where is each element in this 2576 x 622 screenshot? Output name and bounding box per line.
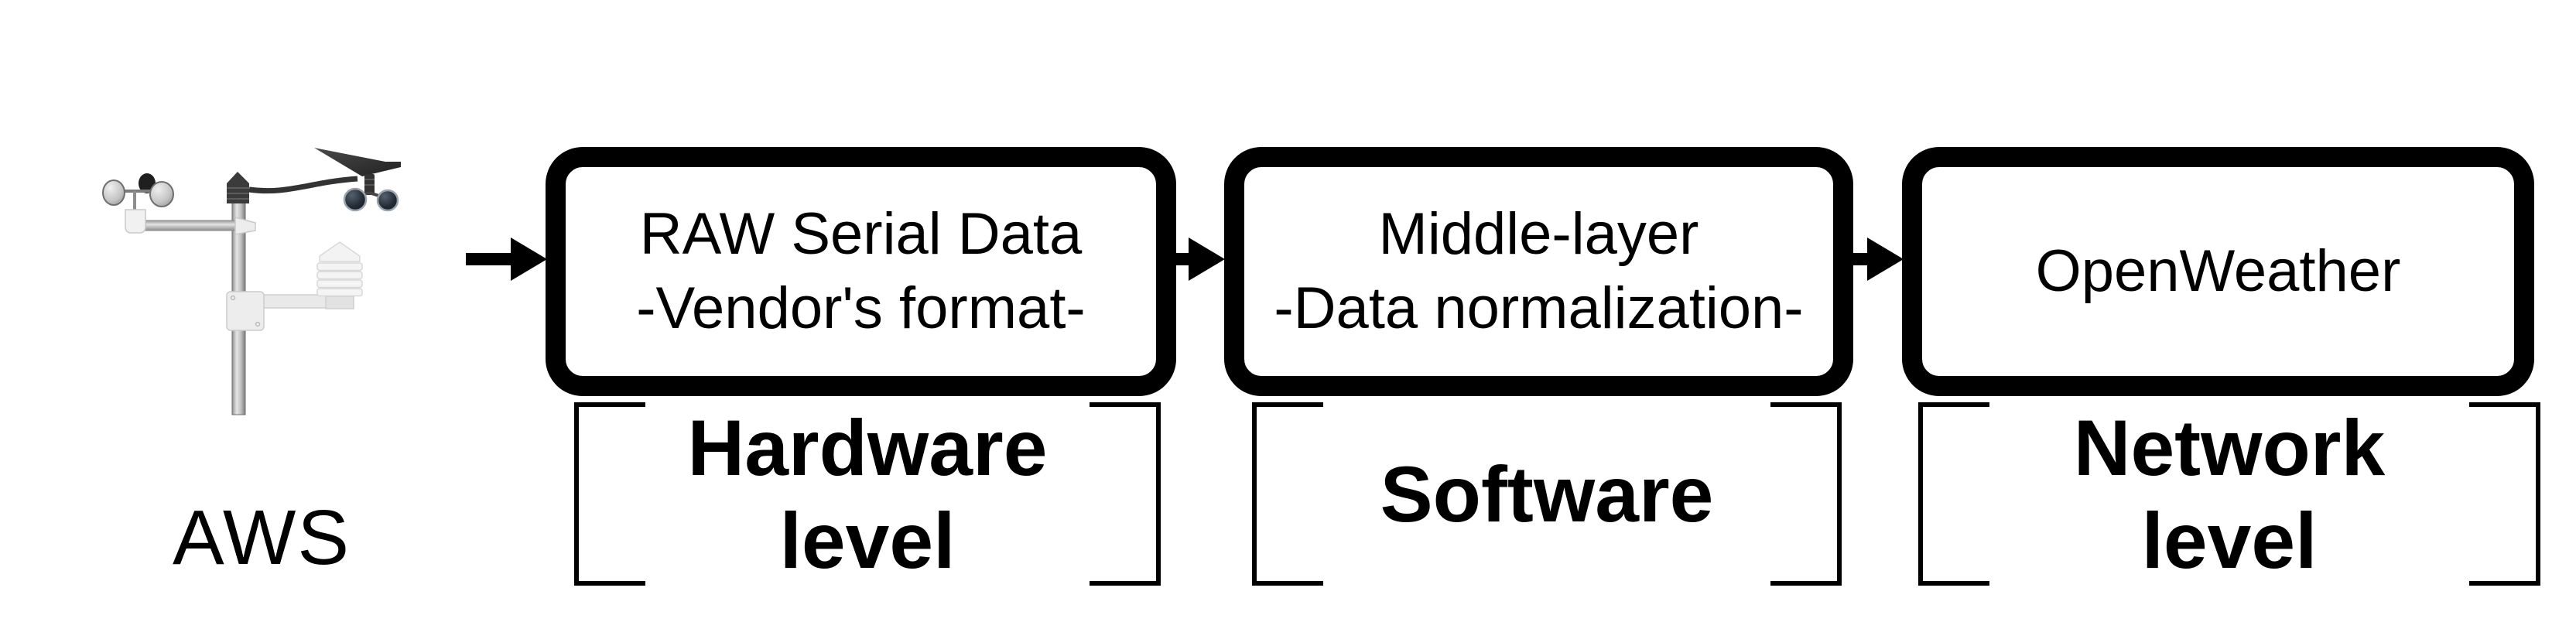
arrow-hardware-to-software-shaft bbox=[1175, 253, 1189, 265]
stage-box-software: Middle-layer -Data normalization- bbox=[1224, 147, 1853, 396]
arrow-aws-to-hardware-shaft bbox=[466, 253, 511, 265]
bracket-left-hardware bbox=[574, 402, 645, 586]
bracket-left-network bbox=[1918, 402, 1989, 586]
level-label-line: Network bbox=[2073, 403, 2386, 492]
stage-box-network: OpenWeather bbox=[1902, 147, 2534, 396]
level-label-line: level bbox=[2141, 496, 2318, 585]
radiation-shield bbox=[316, 241, 363, 309]
stage-box-hardware: RAW Serial Data -Vendor's format- bbox=[546, 147, 1176, 396]
arrow-hardware-to-software-head bbox=[1189, 238, 1225, 281]
junction-box bbox=[226, 291, 337, 331]
level-label-line: Hardware bbox=[687, 403, 1048, 492]
aws-label: AWS bbox=[172, 494, 351, 581]
weather-station-icon bbox=[102, 148, 401, 415]
stage-box-line: RAW Serial Data bbox=[639, 201, 1083, 267]
arrow-aws-to-hardware-head bbox=[511, 238, 547, 281]
bracket-left-software bbox=[1252, 402, 1323, 586]
bracket-right-hardware bbox=[1090, 402, 1161, 586]
level-label-hardware: Hardware level bbox=[558, 402, 1177, 586]
bracket-right-network bbox=[2469, 402, 2540, 586]
anemometer bbox=[102, 173, 256, 235]
bracket-right-software bbox=[1770, 402, 1842, 586]
level-label-software: Software bbox=[1237, 402, 1856, 586]
stage-box-line: OpenWeather bbox=[2035, 238, 2401, 304]
stage-box-line: Middle-layer bbox=[1378, 201, 1699, 267]
level-label-network: Network level bbox=[1920, 402, 2539, 586]
stage-box-line: -Vendor's format- bbox=[636, 275, 1086, 341]
level-label-line: Software bbox=[1380, 449, 1714, 538]
arrow-software-to-network-shaft bbox=[1852, 253, 1867, 265]
level-label-line: level bbox=[779, 496, 956, 585]
wind-vane bbox=[248, 148, 401, 212]
stage-box-line: -Data normalization- bbox=[1274, 275, 1804, 341]
arrow-software-to-network-head bbox=[1867, 238, 1904, 281]
